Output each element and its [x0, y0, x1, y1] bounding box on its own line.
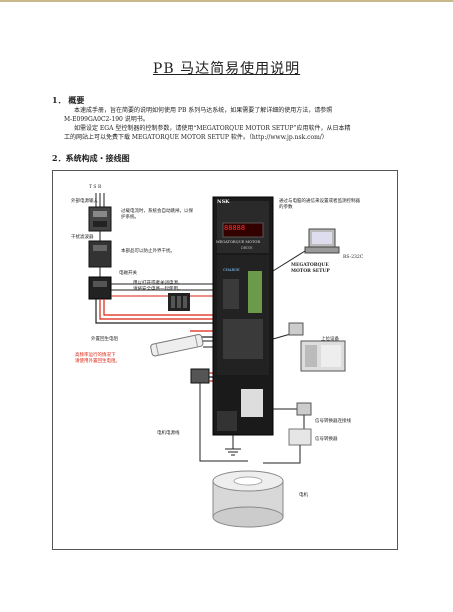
breaker-note: 过载电流时，系统会自动跳闸，以保 护系统。: [121, 209, 193, 220]
section-2-heading: 2．系统构成・接线图: [52, 153, 130, 163]
section-1-para-1b: M-E099GA0C2-190 说明书。: [64, 116, 149, 123]
host-device-label: 上位设备: [321, 337, 339, 342]
noise-filter-label: 干扰滤波器: [71, 235, 94, 240]
noise-filter-icon: [88, 240, 112, 268]
motor-connector-icon: [190, 368, 210, 384]
power-phase-label: T S R: [89, 185, 102, 190]
noise-filter-note: 本部品可以防止外界干扰。: [121, 249, 175, 254]
drive-sub: DRIVE: [241, 246, 253, 250]
section-1-para-2a: 如需设定 EGA 型控制器的控制参数，请使用“MEGATORQUE MOTOR …: [74, 125, 351, 132]
power-input-label: 外部电源输入: [71, 199, 98, 204]
contactor-note: 用以打开或者关闭电源。 请将安全电路一起使用。: [133, 281, 183, 292]
drive-model: MEGATORQUE MOTOR: [216, 240, 261, 244]
pc-note: 通过与电脑的通信来设置或者监测控制器 的参数: [279, 199, 360, 210]
signal-converter-icon: [288, 428, 312, 446]
signal-cable-connector-icon: [296, 402, 312, 416]
system-diagram: [88, 193, 346, 528]
page-title: PB 马达简易使用说明: [152, 61, 301, 77]
motor-icon: [212, 470, 284, 528]
regen-resistor-icon: [150, 334, 204, 357]
rs232-label: RS-232C: [343, 255, 364, 260]
regen-resistor-label: 外置回生电阻: [91, 337, 118, 342]
contactor-icon: [88, 276, 112, 300]
section-1-para-1a: 本速成手册，旨在简要的说明如何使用 PB 系列马达系统，如果需要了解详细的使用方…: [74, 107, 333, 114]
motor-label: 电机: [299, 493, 308, 498]
drive-display: 88888: [224, 224, 246, 232]
motor-cable-label: 电机电源线: [157, 431, 180, 436]
drive-brand: NSK: [217, 199, 230, 205]
signal-converter-label: 信号转换器: [315, 437, 338, 442]
breaker-icon: [88, 206, 112, 232]
section-1-para-2b: 工的网站上可以免费下载 MEGATORQUE MOTOR SETUP 软件。（h…: [64, 134, 328, 141]
signal-cable-label: 信号转换器连接线: [315, 419, 351, 424]
software-label: MEGATORQUE MOTOR SETUP: [291, 263, 330, 274]
system-diagram-frame: T S R 外部电源输入 过载电流时，系统会自动跳闸，以保 护系统。 干扰滤波器…: [52, 170, 398, 550]
header-rule: [0, 0, 453, 2]
regen-resistor-note: 高频率运行的情况下 请使用外置回生电阻。: [75, 353, 120, 364]
charge-label: CHARGE: [223, 268, 240, 272]
contactor-label: 电磁开关: [119, 271, 137, 276]
section-1-heading: 1． 概要: [52, 95, 85, 105]
